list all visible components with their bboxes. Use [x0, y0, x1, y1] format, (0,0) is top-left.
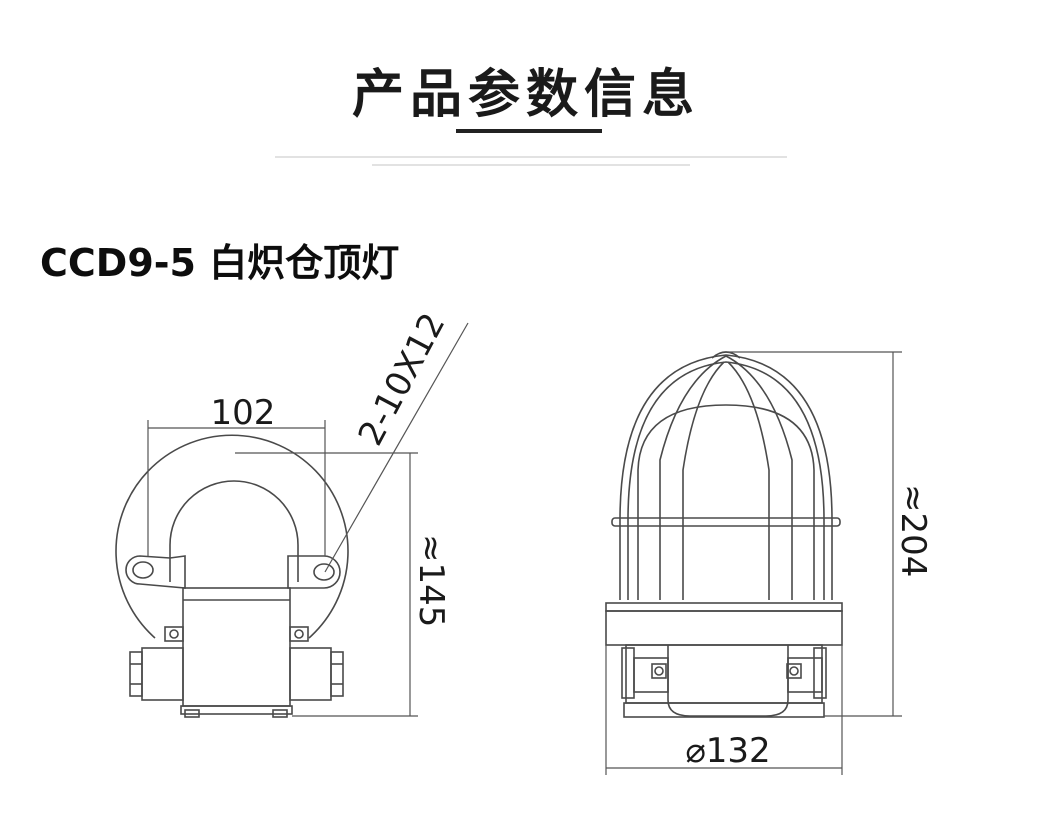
- hole-dimension: 2-10X12: [351, 307, 454, 453]
- left-side-housing: [141, 647, 184, 701]
- left-gland: [621, 647, 635, 699]
- decorative-divider-bottom: [372, 164, 690, 166]
- right-mounting-hole: [313, 563, 335, 581]
- cage-top-cap: [711, 351, 741, 359]
- right-gland: [813, 647, 827, 699]
- glass-dome: [637, 404, 815, 600]
- decorative-divider-top: [275, 156, 787, 158]
- body-arch: [169, 480, 299, 582]
- right-bolt: [289, 626, 309, 642]
- cage-wire-left: [659, 355, 727, 600]
- bottom-plate: [623, 702, 825, 718]
- title-underline: [456, 129, 602, 133]
- front-view-drawing: [605, 351, 843, 718]
- side-view-dimensions: [147, 322, 469, 717]
- section-title: 产品参数信息: [351, 65, 700, 125]
- front-diameter-dimension: ⌀132: [685, 731, 770, 771]
- product-name: CCD9-5 白炽仓顶灯: [40, 241, 400, 285]
- bottom-nut-left: [184, 709, 200, 718]
- left-mounting-tab: [125, 555, 186, 589]
- side-height-dimension: ≈145: [411, 534, 451, 627]
- right-mounting-tab: [287, 555, 341, 589]
- body-box: [182, 587, 291, 707]
- side-width-dimension: 102: [211, 393, 276, 433]
- cage-outer: [619, 354, 833, 521]
- right-side-housing: [289, 647, 332, 701]
- lamp-base: [605, 610, 843, 646]
- right-screw: [786, 663, 802, 679]
- left-bolt: [164, 626, 184, 642]
- mounting-ring: [115, 434, 349, 639]
- base-ring: [605, 602, 843, 612]
- left-mounting-hole: [132, 561, 154, 579]
- side-view-drawing: [115, 434, 349, 718]
- bottom-nut-right: [272, 709, 288, 718]
- cage-wire-right: [725, 355, 793, 600]
- left-screw: [651, 663, 667, 679]
- front-view-dimensions: [605, 351, 902, 775]
- front-height-dimension: ≈204: [893, 484, 933, 577]
- cage-ring: [611, 517, 841, 527]
